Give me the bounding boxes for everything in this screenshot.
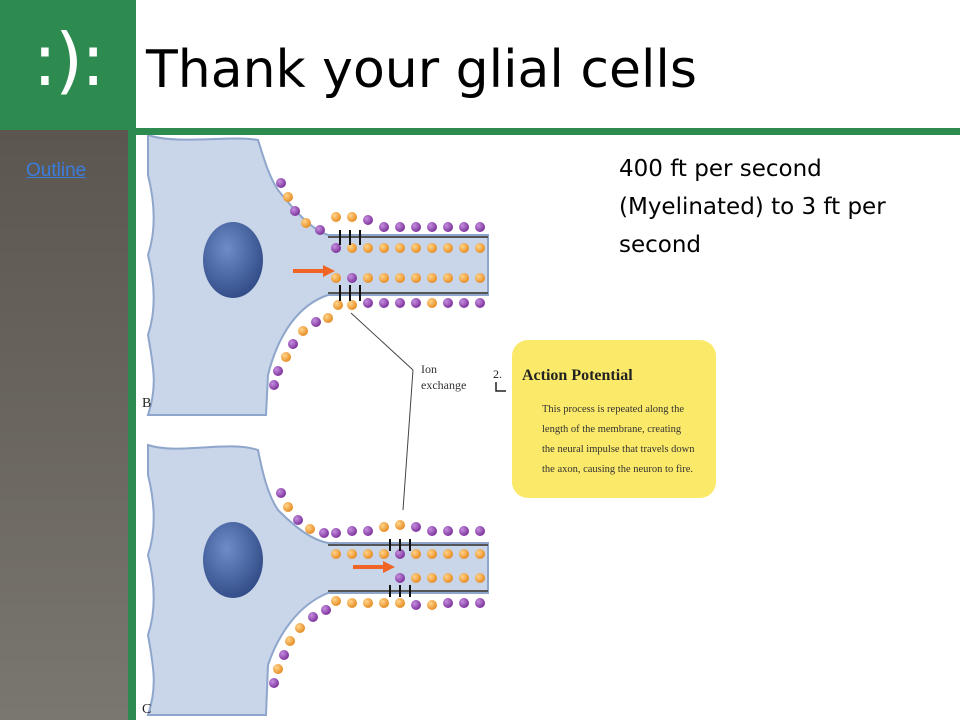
ion-exchange-label-line2: exchange [421, 378, 466, 392]
sidebar [0, 130, 128, 720]
ion-exchange-label-line1: Ion [421, 362, 437, 376]
sidebar-divider [128, 130, 136, 720]
logo-box: :): [0, 0, 136, 130]
cell-body-c [146, 443, 489, 716]
nucleus-c [203, 522, 263, 598]
logo-emoticon-icon: :): [32, 18, 106, 102]
callout-line-2: length of the membrane, creating [542, 424, 682, 435]
callout-line-4: the axon, causing the neuron to fire. [542, 464, 693, 475]
slide-title: Thank your glial cells [146, 40, 697, 100]
cell-body-b [146, 135, 489, 416]
speed-caption: 400 ft per second (Myelinated) to 3 ft p… [619, 156, 886, 258]
neuron-diagram: B [142, 135, 716, 717]
neuron-panel-b: B [142, 135, 489, 416]
ions-c [269, 488, 485, 688]
neuron-panel-c: C [142, 443, 489, 717]
callout-title: Action Potential [522, 367, 633, 384]
callout-line-3: the neural impulse that travels down [542, 444, 695, 455]
title-divider [136, 128, 960, 135]
nucleus-b [203, 222, 263, 298]
outline-link[interactable]: Outline [26, 160, 87, 181]
ion-exchange-pointer [350, 312, 414, 511]
panel-b-label: B [142, 396, 151, 411]
panel-c-label: C [142, 702, 151, 717]
step-number: 2. [493, 367, 502, 381]
action-potential-callout: 2. Action Potential This process is repe… [493, 340, 716, 498]
callout-line-1: This process is repeated along the [542, 404, 684, 415]
ions-b [269, 178, 485, 390]
